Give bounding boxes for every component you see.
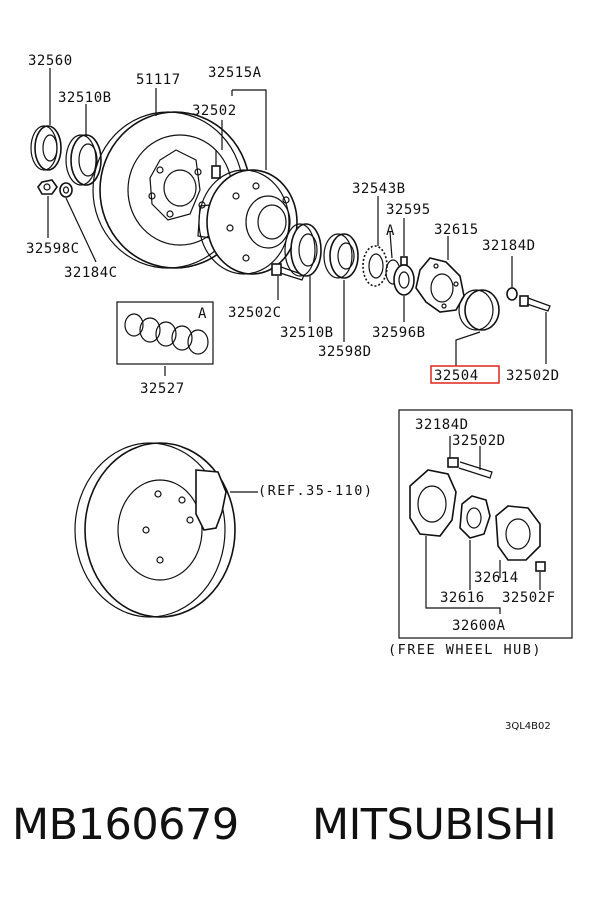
footer: MB160679 MITSUBISHI [0, 800, 600, 880]
label-32600a: 32600A [452, 618, 506, 634]
seal-32596b [393, 264, 415, 296]
label-32616: 32616 [440, 590, 485, 606]
label-32502f: 32502F [502, 590, 556, 606]
label-32598c: 32598C [26, 241, 80, 257]
label-32184d-inset: 32184D [415, 417, 469, 433]
wheel-hub-32515a [197, 169, 298, 275]
seal-kit-box-32527 [116, 301, 214, 365]
bolt-32502d [519, 295, 551, 312]
lock-washer-32543b [362, 245, 388, 287]
label-32184d-top: 32184D [482, 238, 536, 254]
label-32596b: 32596B [372, 325, 426, 341]
label-32502: 32502 [192, 103, 237, 119]
washer-32184d [506, 287, 518, 301]
label-32595: 32595 [386, 202, 431, 218]
part-labels: 32560 51117 32515A 32510B 32502 32598C 3… [26, 53, 560, 732]
label-32510b-bottom: 32510B [280, 325, 334, 341]
label-32502d: 32502D [506, 368, 560, 384]
highlight-box-32504 [430, 365, 500, 384]
label-51117: 51117 [136, 72, 181, 88]
label-32615: 32615 [434, 222, 479, 238]
label-a-box: A [198, 306, 207, 322]
label-32504-highlighted: 32504 [434, 368, 479, 384]
hub-cap-32504 [458, 289, 500, 331]
free-wheel-hub-inset [398, 409, 573, 639]
brand-name: MITSUBISHI [312, 800, 557, 850]
part-number: MB160679 [12, 800, 239, 850]
label-32184c: 32184C [64, 265, 118, 281]
label-32614: 32614 [474, 570, 519, 586]
label-32502c: 32502C [228, 305, 282, 321]
free-wheel-hub-caption: (FREE WHEEL HUB) [388, 642, 542, 658]
lock-nut-32598d [323, 233, 359, 279]
washer-32184c [59, 182, 73, 198]
drive-flange-32615 [415, 257, 465, 313]
diagram-code: 3QL4B02 [505, 721, 551, 732]
oil-seal-32560 [30, 125, 62, 171]
bolt-32502 [211, 150, 221, 179]
label-32515a: 32515A [208, 65, 262, 81]
label-32510b-top: 32510B [58, 90, 112, 106]
label-32543b: 32543B [352, 181, 406, 197]
nut-32598c [37, 179, 58, 195]
label-32560: 32560 [28, 53, 73, 69]
bearing-32510b-inner [284, 223, 322, 277]
label-32527: 32527 [140, 381, 185, 397]
label-a-marker: A [386, 223, 395, 239]
label-32598d: 32598D [318, 344, 372, 360]
reference-note: (REF.35-110) [258, 483, 374, 499]
bearing-32510b-outer [65, 134, 102, 186]
bolt-32502c [271, 263, 305, 281]
label-32502d-inset: 32502D [452, 433, 506, 449]
leader-lines-top [47, 68, 547, 376]
rotor-caliper-ref-view [74, 442, 258, 618]
